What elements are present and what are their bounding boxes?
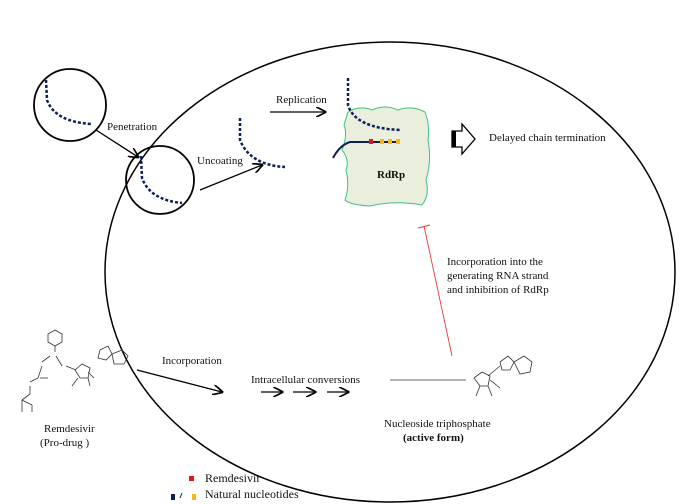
rdrp-enzyme <box>342 107 430 206</box>
remdesivir-label: Remdesivir <box>44 423 95 435</box>
natural-nucleotide <box>396 139 400 144</box>
natural-nucleotide <box>388 139 392 144</box>
virus-particle-outside <box>34 69 106 141</box>
intracellular-label: Intracellular conversions <box>251 374 360 386</box>
penetration-label: Penetration <box>107 121 157 133</box>
uncoating-arrow <box>200 165 262 190</box>
replication-label: Replication <box>276 94 327 106</box>
natural-nucleotide <box>380 139 384 144</box>
inhibition-label-3: and inhibition of RdRp <box>447 284 549 296</box>
legend-natural-swatch-blue <box>171 494 175 500</box>
uncoating-label: Uncoating <box>197 155 243 167</box>
delayed-termination-label: Delayed chain termination <box>489 132 606 144</box>
incorporation-label: Incorporation <box>162 355 222 367</box>
nucleoside-triphosphate-structure <box>390 356 532 396</box>
legend-natural-swatch-yellow <box>192 494 196 500</box>
inhibition-label-1: Incorporation into the <box>447 256 543 268</box>
legend-remdesivir-swatch <box>189 476 194 481</box>
legend-remdesivir-label: Remdesivir <box>205 471 260 486</box>
inhibition-label-2: generating RNA strand <box>447 270 548 282</box>
uncoated-rna-strand <box>240 118 285 167</box>
ntp-label: Nucleoside triphosphate <box>384 418 491 430</box>
rdrp-label: RdRp <box>377 169 405 181</box>
prodrug-label: (Pro-drug ) <box>40 437 89 449</box>
penetration-arrow <box>96 130 138 157</box>
active-form-label: (active form) <box>403 432 464 444</box>
remdesivir-nucleotide <box>369 139 373 144</box>
legend-natural-label: Natural nucleotides <box>205 487 299 502</box>
incorporation-arrow <box>137 370 222 392</box>
remdesivir-structure <box>22 330 128 412</box>
